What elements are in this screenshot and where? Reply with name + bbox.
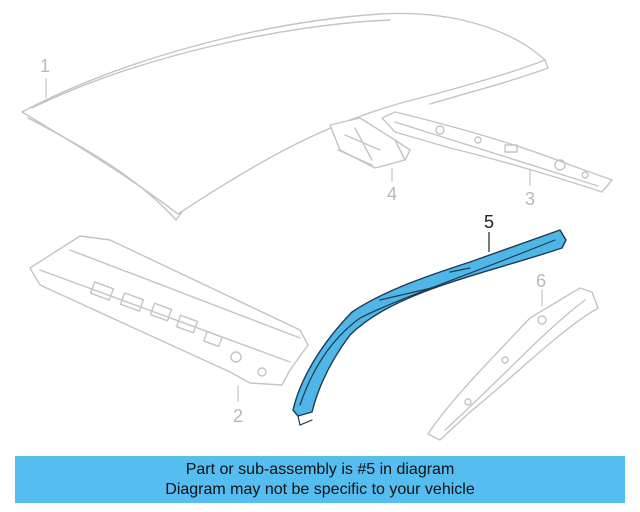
banner-line-1: Part or sub-assembly is #5 in diagram (185, 461, 455, 478)
parts-diagram: 1 4 3 2 6 (21, 12, 613, 441)
part-2-windshield-header[interactable] (29, 235, 309, 386)
callout-5: 5 (484, 212, 494, 232)
callout-1: 1 (40, 56, 50, 76)
callout-3: 3 (525, 189, 535, 209)
part-5-roof-rail-reinforcement[interactable] (292, 229, 567, 426)
part-4-roof-bracket[interactable] (329, 117, 411, 169)
part-6-pillar-reinforcement[interactable] (427, 287, 599, 441)
info-banner: Part or sub-assembly is #5 in diagram Di… (15, 456, 625, 503)
part-3-side-rail[interactable] (381, 111, 613, 193)
banner-line-2: Diagram may not be specific to your vehi… (165, 481, 475, 498)
part-1-roof-panel[interactable] (21, 12, 549, 221)
callout-4: 4 (387, 184, 397, 204)
callout-6: 6 (536, 271, 546, 291)
callout-2: 2 (233, 406, 243, 426)
